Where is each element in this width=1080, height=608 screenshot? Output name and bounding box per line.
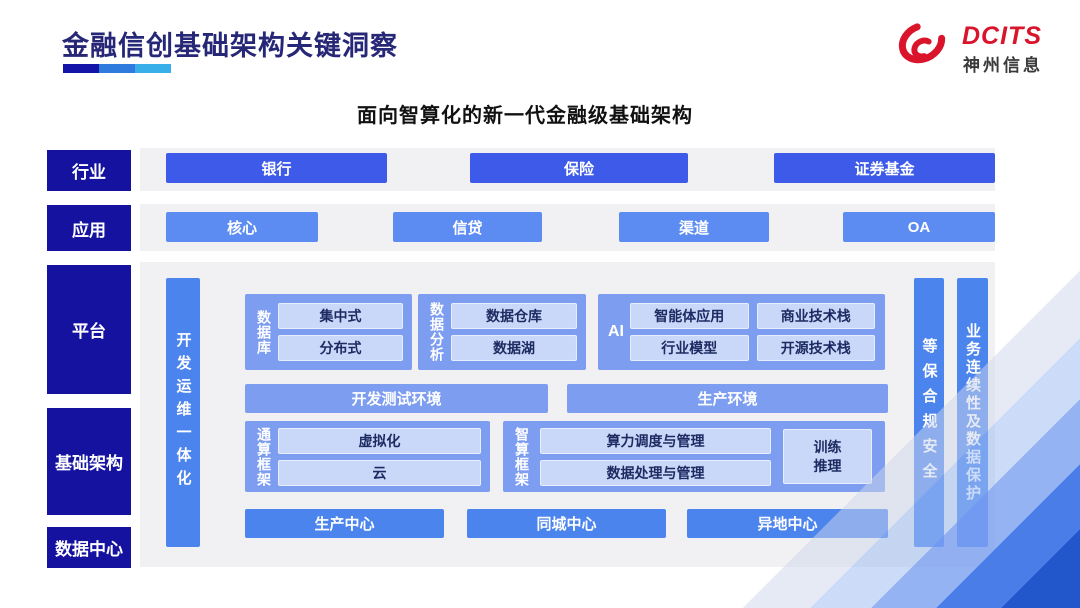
industry-securities-box: 证券基金 bbox=[774, 153, 995, 183]
ai-agent-app-box: 智能体应用 bbox=[630, 303, 749, 329]
sidebar-item-application: 应用 bbox=[47, 205, 131, 251]
remote-center-box: 异地中心 bbox=[687, 509, 888, 538]
ai-compute-framework-label: 智算框架 bbox=[514, 426, 530, 487]
logo-brand-text: DCITS bbox=[962, 22, 1042, 50]
sidebar-item-platform: 平台 bbox=[47, 265, 131, 394]
production-environment-bar: 生产环境 bbox=[567, 384, 888, 413]
industry-insurance-box: 保险 bbox=[470, 153, 688, 183]
ai-opensource-stack-box: 开源技术栈 bbox=[756, 335, 875, 361]
virtualization-box: 虚拟化 bbox=[278, 427, 481, 454]
application-core-box: 核心 bbox=[166, 212, 318, 242]
ai-compute-framework-group: 智算框架 算力调度与管理 数据处理与管理 训练 推理 bbox=[503, 421, 885, 492]
industry-bank-box: 银行 bbox=[166, 153, 387, 183]
same-city-center-box: 同城中心 bbox=[467, 509, 666, 538]
general-compute-framework-label: 通算框架 bbox=[256, 426, 272, 487]
dev-test-environment-bar: 开发测试环境 bbox=[245, 384, 548, 413]
application-channel-box: 渠道 bbox=[619, 212, 769, 242]
dcits-logo: DCITS 神州信息 bbox=[890, 18, 1055, 78]
ai-group-label: AI bbox=[608, 323, 624, 340]
diagram-subtitle: 面向智算化的新一代金融级基础架构 bbox=[357, 105, 693, 127]
data-lake-box: 数据湖 bbox=[451, 335, 577, 361]
database-centralized-box: 集中式 bbox=[278, 303, 403, 329]
devops-integration-bar: 开发运维一体化 bbox=[166, 278, 200, 547]
underline-segment-mid bbox=[99, 64, 135, 73]
cloud-box: 云 bbox=[278, 459, 481, 486]
data-processing-box: 数据处理与管理 bbox=[540, 459, 771, 486]
sidebar-item-industry: 行业 bbox=[47, 150, 131, 191]
sidebar-item-datacenter: 数据中心 bbox=[47, 527, 131, 568]
database-group: 数据库 集中式 分布式 bbox=[245, 294, 412, 370]
ai-industry-model-box: 行业模型 bbox=[630, 335, 749, 361]
underline-segment-light bbox=[135, 64, 171, 73]
application-credit-box: 信贷 bbox=[393, 212, 542, 242]
data-warehouse-box: 数据仓库 bbox=[451, 303, 577, 329]
database-distributed-box: 分布式 bbox=[278, 335, 403, 361]
page-title: 金融信创基础架构关键洞察 bbox=[62, 31, 398, 61]
ai-group: AI 智能体应用 商业技术栈 行业模型 开源技术栈 bbox=[598, 294, 885, 370]
data-analytics-group: 数据分析 数据仓库 数据湖 bbox=[418, 294, 586, 370]
data-analytics-group-label: 数据分析 bbox=[429, 302, 445, 362]
dcits-swirl-icon bbox=[898, 23, 946, 64]
database-group-label: 数据库 bbox=[256, 309, 272, 355]
security-compliance-bar: 等保合规安全 bbox=[914, 278, 944, 547]
business-continuity-bar: 业务连续性及数据保护 bbox=[957, 278, 988, 547]
general-compute-framework-group: 通算框架 虚拟化 云 bbox=[245, 421, 490, 492]
title-underline bbox=[63, 64, 171, 73]
ai-commercial-stack-box: 商业技术栈 bbox=[756, 303, 875, 329]
application-oa-box: OA bbox=[843, 212, 995, 242]
logo-company-text: 神州信息 bbox=[963, 56, 1043, 75]
compute-scheduling-box: 算力调度与管理 bbox=[540, 427, 771, 454]
sidebar-item-infrastructure: 基础架构 bbox=[47, 408, 131, 515]
underline-segment-dark bbox=[63, 64, 99, 73]
production-center-box: 生产中心 bbox=[245, 509, 444, 538]
training-inference-box: 训练 推理 bbox=[783, 429, 872, 484]
